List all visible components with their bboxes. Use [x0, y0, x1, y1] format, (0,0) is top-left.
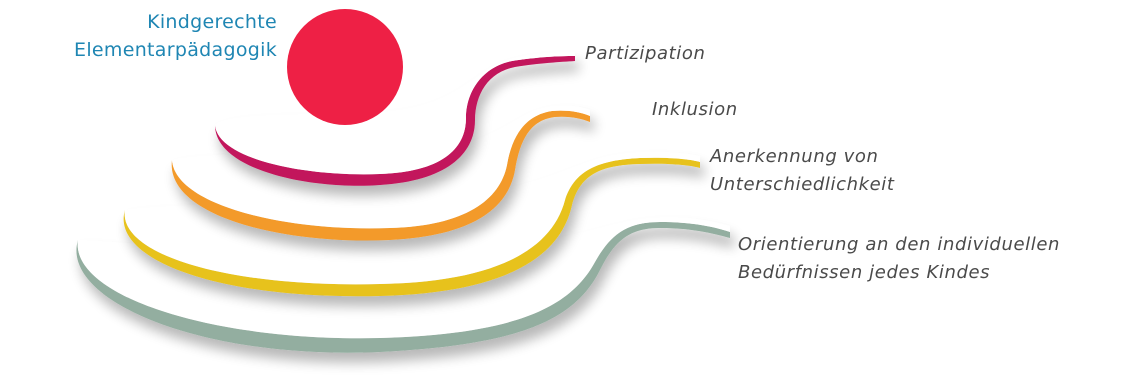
level-2-edge [171, 110, 590, 241]
level-2-label: Inklusion [652, 96, 738, 124]
level-1-top [215, 52, 575, 175]
title-line-1: Kindgerechte [147, 11, 277, 33]
title-line-2: Elementarpädagogik [74, 39, 277, 61]
level-4-label-line-1: Orientierung an den individuellen [738, 234, 1061, 255]
level-3-label-line-2: Unterschiedlichkeit [710, 174, 895, 195]
level-4-label: Orientierung an den individuellen Bedürf… [738, 231, 1060, 287]
diagram-title: Kindgerechte Elementarpädagogik [74, 8, 277, 64]
level-3-label-line-1: Anerkennung von [710, 146, 879, 167]
level-1-label: Partizipation [585, 40, 706, 68]
level-2-label-line-1: Inklusion [652, 99, 738, 120]
center-dot [287, 9, 403, 125]
level-4-label-line-2: Bedürfnissen jedes Kindes [738, 262, 991, 283]
level-3-label: Anerkennung von Unterschiedlichkeit [710, 143, 895, 199]
level-1-step [215, 52, 575, 186]
level-1-label-line-1: Partizipation [585, 43, 706, 64]
